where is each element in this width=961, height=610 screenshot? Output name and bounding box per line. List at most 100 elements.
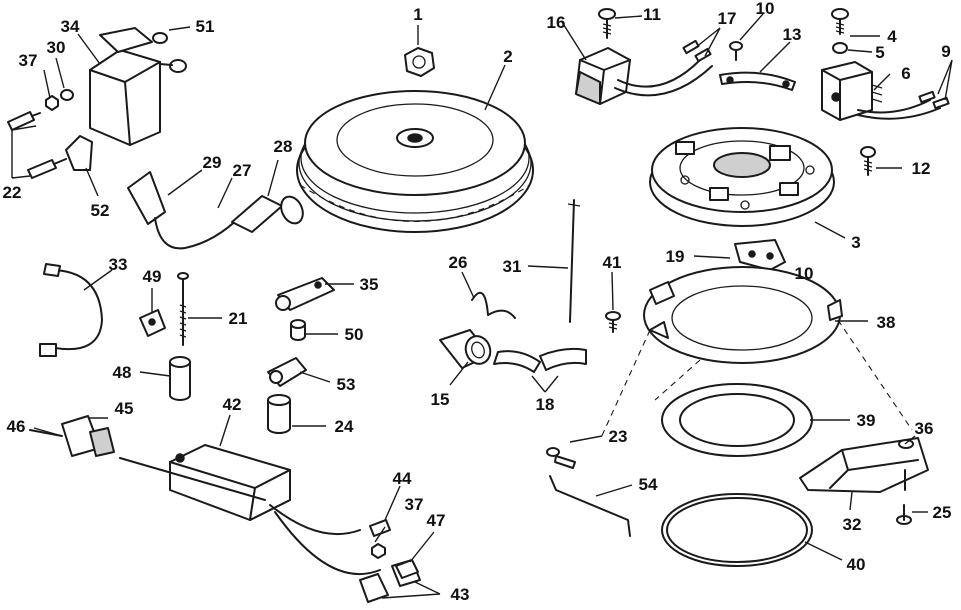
callout-15: 15 bbox=[431, 390, 450, 409]
callout-53: 53 bbox=[337, 375, 356, 394]
part-coil-module-6 bbox=[821, 61, 941, 121]
part-sleeve-48 bbox=[169, 356, 191, 401]
callout-29: 29 bbox=[203, 153, 222, 172]
part-nut-37-upper bbox=[45, 95, 59, 111]
part-screw-23 bbox=[546, 447, 576, 469]
leader-lines bbox=[11, 13, 953, 599]
callout-50: 50 bbox=[345, 325, 364, 344]
callout-28: 28 bbox=[274, 137, 293, 156]
part-long-bolt-21 bbox=[177, 272, 189, 346]
callout-13: 13 bbox=[783, 25, 802, 44]
part-armature-plate-38 bbox=[599, 266, 913, 441]
callout-51: 51 bbox=[196, 17, 215, 36]
part-spacer-24 bbox=[267, 394, 291, 434]
part-washer-30 bbox=[60, 89, 74, 101]
callout-41: 41 bbox=[603, 253, 622, 272]
part-bracket-19 bbox=[734, 239, 786, 271]
callout-16: 16 bbox=[547, 13, 566, 32]
part-rod-31 bbox=[567, 199, 581, 323]
callout-38: 38 bbox=[877, 313, 896, 332]
callout-17: 17 bbox=[718, 9, 737, 28]
callout-27: 27 bbox=[233, 161, 252, 180]
part-power-pack-42 bbox=[119, 444, 381, 575]
part-hex-nut bbox=[404, 47, 435, 77]
callout-45: 45 bbox=[115, 399, 134, 418]
part-spring-clip-26 bbox=[471, 291, 516, 319]
callout-26: 26 bbox=[449, 253, 468, 272]
part-link-arm-53 bbox=[267, 357, 307, 387]
callout-42: 42 bbox=[223, 395, 242, 414]
callout-44: 44 bbox=[393, 469, 412, 488]
callout-54: 54 bbox=[639, 475, 658, 494]
callout-46: 46 bbox=[7, 417, 26, 436]
callout-47: 47 bbox=[427, 511, 446, 530]
part-wire-terminals-9 bbox=[918, 90, 950, 110]
callout-12: 12 bbox=[912, 159, 931, 178]
part-cap-51 bbox=[152, 32, 168, 44]
callout-2: 2 bbox=[503, 47, 512, 66]
part-hoses-18 bbox=[493, 347, 587, 373]
part-screw-10-upper bbox=[729, 41, 743, 61]
callout-49: 49 bbox=[143, 267, 162, 286]
callout-35: 35 bbox=[360, 275, 379, 294]
part-retaining-ring-40 bbox=[661, 493, 813, 567]
callout-24: 24 bbox=[335, 417, 354, 436]
part-clamp-49 bbox=[139, 309, 166, 337]
callout-30: 30 bbox=[47, 38, 66, 57]
part-screw-11 bbox=[598, 8, 616, 39]
callout-37-lower: 37 bbox=[405, 495, 424, 514]
part-thrust-ring-39 bbox=[661, 383, 813, 457]
part-charge-coil-16 bbox=[575, 47, 713, 105]
callout-10-lower: 10 bbox=[795, 264, 814, 283]
part-wire-harness-33 bbox=[39, 263, 103, 357]
callout-22: 22 bbox=[3, 183, 22, 202]
callout-33: 33 bbox=[109, 255, 128, 274]
part-clip-52 bbox=[65, 135, 93, 171]
part-connector-47 bbox=[395, 559, 419, 579]
part-spark-plug-lead bbox=[127, 171, 304, 250]
part-bracket-arm-35 bbox=[275, 277, 335, 311]
callout-37-upper: 37 bbox=[19, 51, 38, 70]
callout-48: 48 bbox=[113, 363, 132, 382]
callout-3: 3 bbox=[851, 233, 860, 252]
part-bolts-22 bbox=[7, 111, 67, 179]
part-screw-25 bbox=[896, 504, 912, 525]
callout-34: 34 bbox=[61, 17, 80, 36]
part-screw-12 bbox=[860, 146, 876, 176]
callout-1: 1 bbox=[413, 5, 422, 24]
callout-18: 18 bbox=[536, 395, 555, 414]
callout-23: 23 bbox=[609, 427, 628, 446]
callout-43: 43 bbox=[451, 585, 470, 604]
callout-4: 4 bbox=[887, 27, 897, 46]
part-connector-plug bbox=[29, 415, 115, 457]
callout-36: 36 bbox=[915, 419, 934, 438]
callout-25: 25 bbox=[933, 503, 952, 522]
part-rod-54 bbox=[549, 475, 631, 537]
part-bushing-50 bbox=[290, 319, 306, 341]
callout-6: 6 bbox=[901, 64, 910, 83]
part-terminals-17 bbox=[682, 39, 712, 63]
part-connector-15 bbox=[439, 329, 492, 369]
part-stator-plate bbox=[649, 127, 835, 227]
callout-10-upper: 10 bbox=[756, 0, 775, 18]
part-ignition-coil-34 bbox=[89, 27, 187, 146]
callout-9: 9 bbox=[941, 42, 950, 61]
part-screw-41 bbox=[605, 311, 621, 333]
callout-19: 19 bbox=[666, 247, 685, 266]
part-screw-4 bbox=[831, 8, 849, 35]
callout-21: 21 bbox=[229, 309, 248, 328]
part-flywheel bbox=[296, 90, 534, 233]
callout-32: 32 bbox=[843, 515, 862, 534]
callout-labels: 1 2 3 4 5 6 9 10 10 11 12 13 15 16 17 18… bbox=[3, 0, 952, 604]
callout-39: 39 bbox=[857, 411, 876, 430]
callout-40: 40 bbox=[847, 555, 866, 574]
part-ignition-bracket-32 bbox=[799, 437, 929, 493]
part-nut-37-lower bbox=[371, 543, 386, 559]
callout-5: 5 bbox=[875, 43, 884, 62]
callout-31: 31 bbox=[503, 257, 522, 276]
callout-52: 52 bbox=[91, 201, 110, 220]
part-retainer-13 bbox=[719, 71, 796, 91]
part-washer-5 bbox=[832, 42, 848, 54]
part-terminal-44 bbox=[369, 519, 391, 537]
